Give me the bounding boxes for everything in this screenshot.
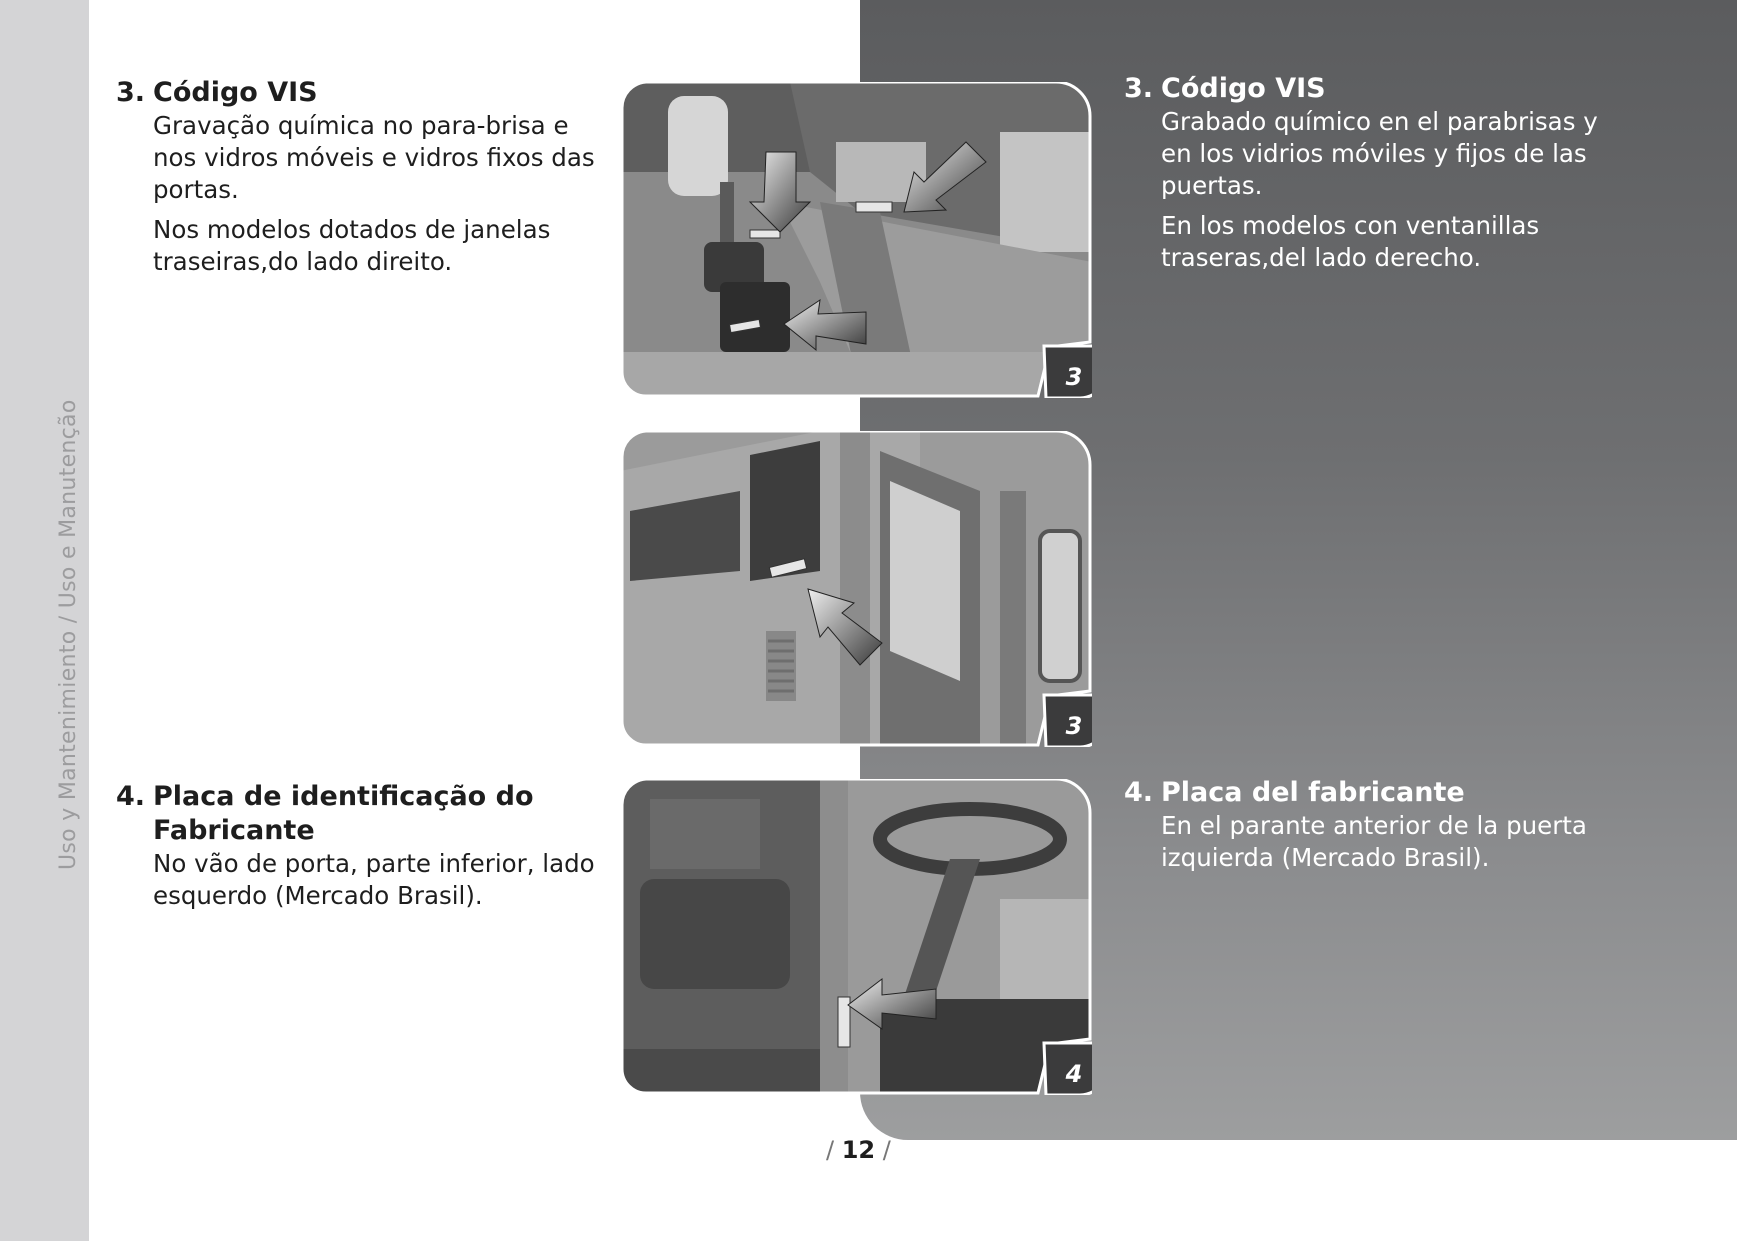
section-number: 3. [1124, 73, 1154, 104]
section-title: Código VIS [1161, 73, 1326, 104]
side-strip [0, 0, 89, 1241]
page-suffix: / [882, 1136, 891, 1164]
page-prefix: / [826, 1136, 835, 1164]
section-number: 4. [1124, 777, 1154, 808]
es-section-vis: 3.Código VIS Grabado químico en el parab… [1124, 72, 1604, 282]
figure-door-frame: 4 [620, 779, 1092, 1095]
section-number: 4. [116, 781, 146, 812]
paragraph: En el parante anterior de la puerta izqu… [1161, 811, 1587, 872]
figure-windshield: 3 [620, 82, 1092, 398]
pt-section-vis: 3.Código VIS Gravação química no para-br… [116, 76, 606, 286]
figure-label: 3 [1066, 363, 1083, 391]
pt-section-vis-heading: 3.Código VIS [116, 76, 606, 110]
page-number-value: 12 [841, 1136, 876, 1164]
paragraph: En los modelos con ventanillas traseras,… [1161, 211, 1540, 272]
section-title: Código VIS [153, 77, 318, 108]
page-number: / 12 / [826, 1136, 891, 1164]
paragraph: No vão de porta, parte inferior, lado es… [153, 849, 595, 910]
pt-section-plate-heading: 4.Placa de identificação do Fabricante [116, 780, 606, 848]
es-section-plate: 4.Placa del fabricante En el parante ant… [1124, 776, 1604, 882]
figure-label: 3 [1066, 712, 1083, 740]
figure-label: 4 [1065, 1060, 1083, 1088]
section-number: 3. [116, 77, 146, 108]
pt-section-plate: 4.Placa de identificação do Fabricante N… [116, 780, 606, 920]
paragraph: Nos modelos dotados de janelas traseiras… [153, 215, 551, 276]
side-label: Uso y Mantenimiento / Uso e Manutenção [56, 399, 81, 870]
paragraph: Gravação química no para-brisa e nos vid… [153, 111, 595, 204]
section-title-line2: Fabricante [153, 815, 315, 846]
section-title: Placa de identificação do [153, 781, 534, 812]
figure-rear-window: 3 [620, 431, 1092, 747]
paragraph: Grabado químico en el parabrisas y en lo… [1161, 107, 1598, 200]
es-section-vis-heading: 3.Código VIS [1124, 72, 1604, 106]
es-section-plate-heading: 4.Placa del fabricante [1124, 776, 1604, 810]
section-title: Placa del fabricante [1161, 777, 1465, 808]
